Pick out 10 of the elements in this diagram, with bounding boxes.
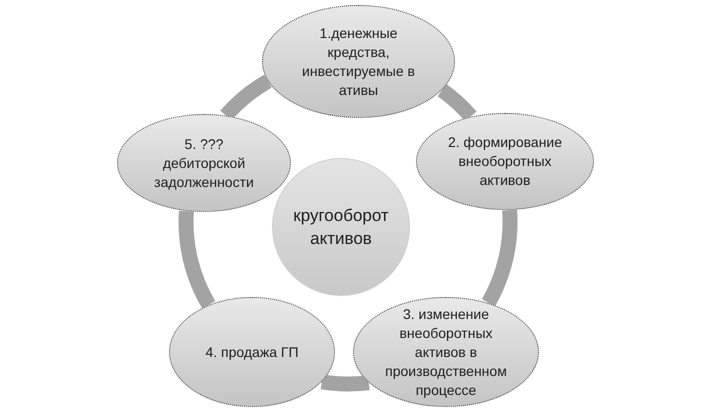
cycle-arc: [482, 210, 518, 306]
step-text: 5. ??? дебиторской задолженности: [153, 134, 255, 192]
cycle-arc: [320, 374, 370, 392]
hub-text: кругооборот активов: [292, 205, 390, 250]
cycle-arc: [437, 84, 476, 122]
cycle-arc: [178, 211, 216, 308]
step-text: 1.денежные кредства, инвестируемые в ативы: [301, 24, 416, 100]
step-text: 4. продажа ГП: [205, 342, 299, 362]
step-text: 3. изменение внеоборотных активов в производственном процессе: [384, 304, 508, 400]
step-text: 2. формирование внеоборотных активов: [446, 133, 564, 190]
